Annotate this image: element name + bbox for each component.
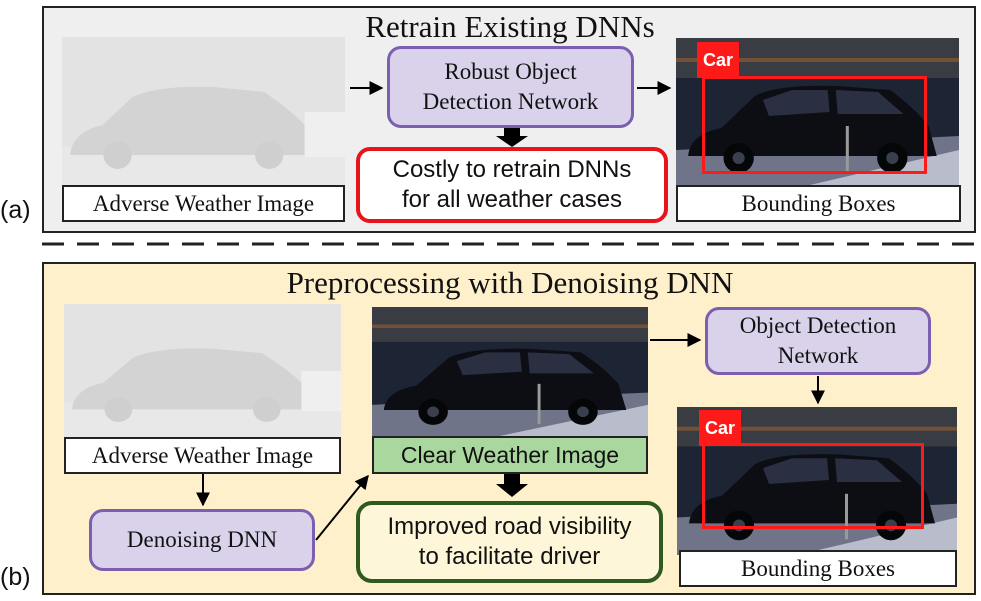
panel-b-benefit-note: Improved road visibility to facilitate d… xyxy=(356,501,663,583)
panel-b-denoising-node: Denoising DNN xyxy=(89,509,315,571)
arrow-a-network-to-warning xyxy=(496,128,528,147)
panel-a-title: Retrain Existing DNNs xyxy=(365,9,655,44)
panel-a-robust-network-node: Robust Object Detection Network xyxy=(387,46,634,128)
arrow-b-denoiser-to-clear xyxy=(315,474,369,541)
panel-b-title: Preprocessing with Denoising DNN xyxy=(286,265,734,300)
panel-b-clear-caption: Clear Weather Image xyxy=(372,436,648,474)
panel-b-detection-network-node: Object Detection Network xyxy=(705,307,931,375)
panel-b-input-caption: Adverse Weather Image xyxy=(64,437,341,474)
panel-a-bounding-box xyxy=(702,76,927,174)
panel-b-car-label: Car xyxy=(699,410,741,446)
panel-a-cost-warning: Costly to retrain DNNs for all weather c… xyxy=(356,147,668,223)
panel-b-bounding-box xyxy=(702,443,924,529)
panel-a-car-label: Car xyxy=(697,42,739,78)
panel-b-label: (b) xyxy=(0,563,31,591)
arrow-b-clear-to-benefit xyxy=(496,474,528,497)
panel-a-input-caption: Adverse Weather Image xyxy=(62,185,345,222)
section-divider xyxy=(42,242,978,246)
panel-a-label: (a) xyxy=(0,196,31,224)
panel-a-output-caption: Bounding Boxes xyxy=(676,185,961,222)
panel-b-output-caption: Bounding Boxes xyxy=(679,550,957,587)
